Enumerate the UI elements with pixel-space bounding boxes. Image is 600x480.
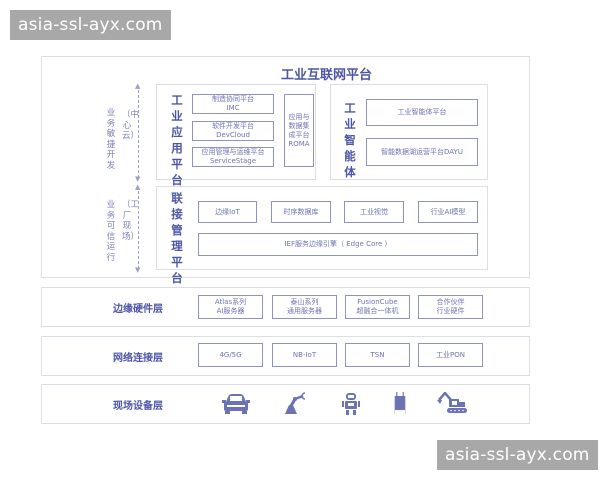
- servicestage-label: 应用管理与运维平台: [201, 148, 265, 156]
- arrow-down-icon: ▼: [135, 175, 141, 183]
- side-label-cloud: （中心云）: [122, 110, 140, 141]
- ief-edge-core-box[interactable]: IEF服务边缘引擎（ Edge Core ）: [198, 233, 478, 256]
- field-device-label: 现场设备层: [113, 401, 163, 412]
- nbiot-box[interactable]: NB-IoT: [272, 343, 337, 367]
- connection-platform-panel: [156, 186, 488, 270]
- imc-label: 制造协同平台: [212, 95, 254, 103]
- field-device-layer: [41, 384, 530, 424]
- roma-line3: 成平台: [288, 130, 310, 139]
- roma-line4: ROMA: [288, 139, 310, 148]
- intelligent-agent-platform-box[interactable]: 工业智能体平台: [366, 99, 478, 126]
- industrial-pon-box[interactable]: 工业PON: [418, 343, 483, 367]
- partner-label: 合作伙伴: [436, 298, 465, 306]
- arrow-up-icon: ▲: [135, 183, 141, 191]
- devcloud-sub: DevCloud: [216, 131, 250, 139]
- roma-line1: 应用与: [288, 112, 310, 121]
- devcloud-label: 软件开发平台: [212, 122, 254, 130]
- 4g5g-box[interactable]: 4G/5G: [198, 343, 263, 367]
- tsdb-box[interactable]: 时序数据库: [271, 201, 331, 223]
- fusioncube-label: FusionCube: [357, 298, 398, 306]
- network-label: 网络连接层: [113, 353, 163, 364]
- watermark-bottom: asia-ssl-ayx.com: [437, 440, 598, 470]
- partner-sub: 行业硬件: [436, 307, 465, 315]
- fusioncube-sub: 超融合一体机: [356, 307, 399, 315]
- platform-title: 工业互联网平台: [281, 68, 373, 83]
- robot-arm-icon: [285, 392, 306, 414]
- chip-icon: [394, 392, 406, 414]
- arrow-down-icon: ▼: [135, 266, 141, 274]
- industry-ai-model-box[interactable]: 行业AI模型: [418, 201, 478, 223]
- partner-hardware-box[interactable]: 合作伙伴行业硬件: [418, 295, 483, 319]
- tsn-box[interactable]: TSN: [345, 343, 410, 367]
- car-icon: [222, 394, 250, 414]
- dayu-box[interactable]: 智能数据湖运营平台DAYU: [366, 138, 478, 166]
- dashed-line-upper: [138, 90, 139, 178]
- atlas-sub: AI服务器: [216, 307, 245, 315]
- taishan-sub: 通用服务器: [287, 307, 322, 315]
- side-label-trusted: 业务可信运行: [106, 200, 116, 263]
- atlas-label: Atlas系列: [214, 298, 247, 306]
- dashed-line-lower: [138, 191, 139, 269]
- connection-platform-title: 联接管理平台: [171, 191, 183, 285]
- edge-hardware-label: 边缘硬件层: [113, 304, 163, 315]
- arrow-up-icon: ▲: [135, 82, 141, 90]
- intelligence-title: 工业智能体: [344, 101, 356, 179]
- app-platform-title: 工业应用平台: [171, 93, 183, 187]
- servicestage-sub: ServiceStage: [209, 157, 257, 165]
- taishan-label: 泰山系列: [290, 298, 319, 306]
- industrial-vision-box[interactable]: 工业视觉: [344, 201, 404, 223]
- roma-line2: 数据集: [288, 121, 310, 130]
- edge-iot-box[interactable]: 边缘IoT: [198, 201, 257, 223]
- imc-sub: IMC: [226, 104, 240, 112]
- side-label-factory: （工厂现场）: [122, 200, 140, 242]
- taishan-box[interactable]: 泰山系列通用服务器: [272, 295, 337, 319]
- roma-box[interactable]: 应用与 数据集 成平台 ROMA: [284, 94, 314, 167]
- robot-icon: [342, 393, 360, 415]
- watermark-top: asia-ssl-ayx.com: [10, 10, 171, 40]
- excavator-icon: [437, 392, 467, 413]
- side-label-agile: 业务敏捷开发: [106, 108, 116, 171]
